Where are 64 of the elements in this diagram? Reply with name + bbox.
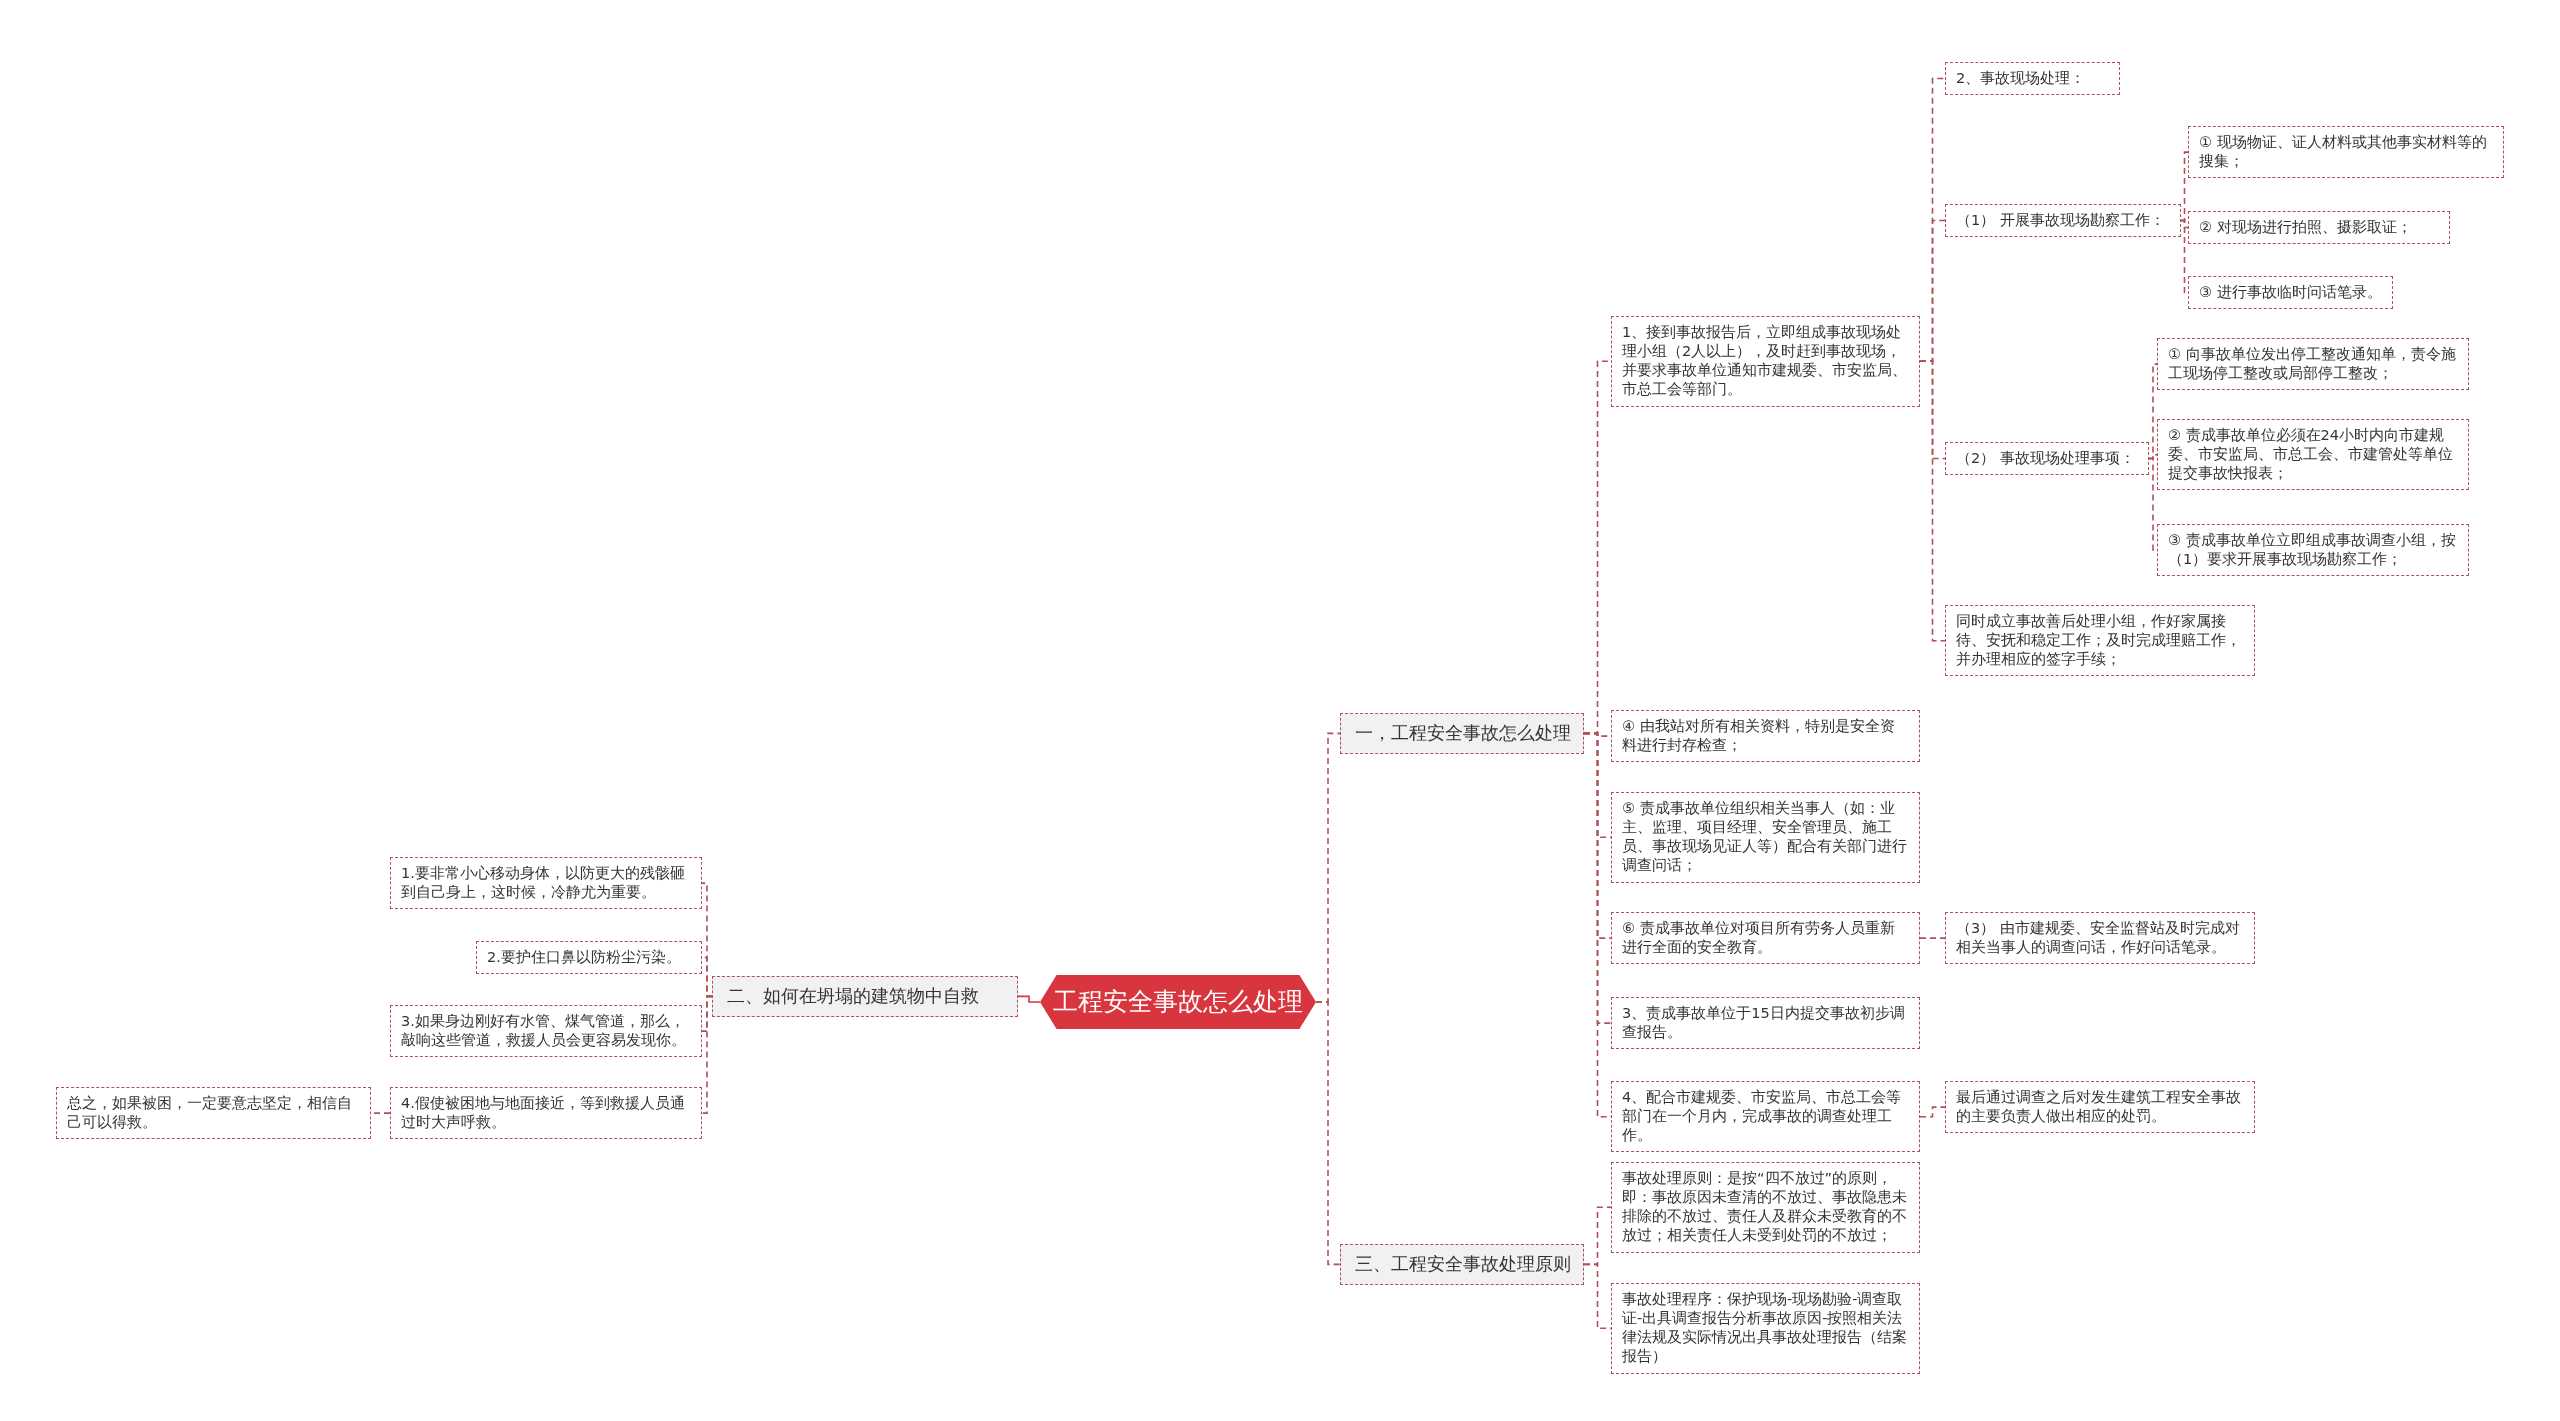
- subtopic-box: [1611, 912, 1920, 965]
- subtopic-box: [2157, 419, 2469, 491]
- subtopic-box: [1611, 1081, 1920, 1153]
- subtopic-box: [56, 1087, 371, 1140]
- subtopic-box: [1611, 792, 1920, 883]
- topic-text: 事故处理程序：保护现场-现场勘验-调查取证-出具调查报告分析事故原因-按照相关法律法规及实际情况出具事故处理报告（结案报告）: [1622, 1290, 1908, 1367]
- connector-line: [1919, 1106, 1946, 1118]
- topic-text: 4、配合市建规委、市安监局、市总工会等部门在一个月内，完成事故的调查处理工作。: [1622, 1088, 1903, 1146]
- topic-box: [1340, 713, 1584, 754]
- subtopic-box: [1945, 1081, 2255, 1134]
- topic-text: 3、责成事故单位于15日内提交事故初步调查报告。: [1622, 1004, 1906, 1043]
- subtopic-box: [1611, 1162, 1920, 1253]
- topic-text: 总之，如果被困，一定要意志坚定，相信自己可以得救。: [67, 1094, 353, 1133]
- connector-line: [1315, 1001, 1341, 1266]
- topic-text: ④ 由我站对所有相关资料，特别是安全资料进行封存检查；: [1622, 717, 1896, 756]
- subtopic-box: [1611, 1283, 1920, 1374]
- subtopic-box: [476, 941, 702, 975]
- connector-line: [1017, 995, 1041, 1003]
- subtopic-box: [2188, 276, 2393, 310]
- subtopic-box: [1611, 710, 1920, 763]
- central-topic-text: 工程安全事故怎么处理: [1053, 985, 1303, 1018]
- subtopic-box: [2157, 338, 2469, 391]
- topic-text: ② 责成事故单位必须在24小时内向市建规委、市安监局、市总工会、市建管处等单位提交事故快报表；: [2168, 426, 2454, 484]
- topic-text: 一，工程安全事故怎么处理: [1355, 722, 1571, 745]
- topic-text: （2） 事故现场处理事项：: [1956, 449, 2135, 468]
- subtopic-box: [390, 1005, 702, 1058]
- subtopic-box: [1945, 442, 2149, 476]
- topic-text: ③ 进行事故临时问话笔录。: [2199, 283, 2382, 302]
- subtopic-box: [2188, 211, 2450, 245]
- subtopic-box: [1611, 316, 1920, 407]
- subtopic-box: [2157, 524, 2469, 577]
- topic-text: 3.如果身边刚好有水管、煤气管道，那么，敲响这些管道，救援人员会更容易发现你。: [401, 1012, 687, 1051]
- topic-text: 事故处理原则：是按“四不放过”的原则，即：事故原因未查清的不放过、事故隐患未排除的不放过、责任人及群众未受教育的不放过；相关责任人未受到处罚的不放过；: [1622, 1169, 1908, 1246]
- connector-line: [1919, 937, 1946, 939]
- subtopic-box: [1611, 997, 1920, 1050]
- connector-line: [701, 995, 713, 1114]
- subtopic-box: [1945, 912, 2255, 965]
- central-topic-hexagon: [1040, 975, 1316, 1029]
- subtopic-box: [1945, 62, 2120, 96]
- subtopic-box: [1945, 204, 2181, 238]
- subtopic-box: [390, 1087, 702, 1140]
- topic-text: ① 现场物证、证人材料或其他事实材料等的搜集；: [2199, 133, 2488, 172]
- subtopic-box: [1945, 605, 2255, 677]
- subtopic-box: [2188, 126, 2504, 179]
- topic-text: ③ 责成事故单位立即组成事故调查小组，按（1）要求开展事故现场勘察工作；: [2168, 531, 2457, 570]
- topic-text: 4.假使被困地与地面接近，等到救援人员通过时大声呼救。: [401, 1094, 686, 1133]
- topic-text: 2、事故现场处理：: [1956, 69, 2086, 88]
- topic-text: ① 向事故单位发出停工整改通知单，责令施工现场停工整改或局部停工整改；: [2168, 345, 2457, 384]
- topic-text: 1.要非常小心移动身体，以防更大的残骸砸到自己身上，这时候，冷静尤为重要。: [401, 864, 686, 903]
- topic-text: 2.要护住口鼻以防粉尘污染。: [487, 948, 681, 967]
- topic-text: 1、接到事故报告后，立即组成事故现场处理小组（2人以上），及时赶到事故现场，并要求事故单位通知市建规委、市安监局、市总工会等部门。: [1622, 323, 1908, 400]
- topic-text: 三、工程安全事故处理原则: [1355, 1253, 1571, 1276]
- topic-box: [712, 976, 1018, 1017]
- subtopic-box: [390, 857, 702, 910]
- topic-text: （1） 开展事故现场勘察工作：: [1956, 211, 2165, 230]
- topic-text: ⑥ 责成事故单位对项目所有劳务人员重新进行全面的安全教育。: [1622, 919, 1896, 958]
- topic-text: 同时成立事故善后处理小组，作好家属接待、安抚和稳定工作；及时完成理赔工作，并办理相应的签字手续；: [1956, 612, 2242, 670]
- topic-text: ② 对现场进行拍照、摄影取证；: [2199, 218, 2412, 237]
- topic-text: 最后通过调查之后对发生建筑工程安全事故的主要负责人做出相应的处罚。: [1956, 1088, 2242, 1127]
- connector-line: [1919, 360, 1946, 642]
- topic-text: ⑤ 责成事故单位组织相关当事人（如：业主、监理、项目经理、安全管理员、施工员、事故现场见证人等）配合有关部门进行调查问话；: [1622, 799, 1908, 876]
- topic-text: （3） 由市建规委、安全监督站及时完成对相关当事人的调查问话，作好问话笔录。: [1956, 919, 2241, 958]
- topic-box: [1340, 1244, 1584, 1285]
- topic-text: 二、如何在坍塌的建筑物中自救: [727, 985, 979, 1008]
